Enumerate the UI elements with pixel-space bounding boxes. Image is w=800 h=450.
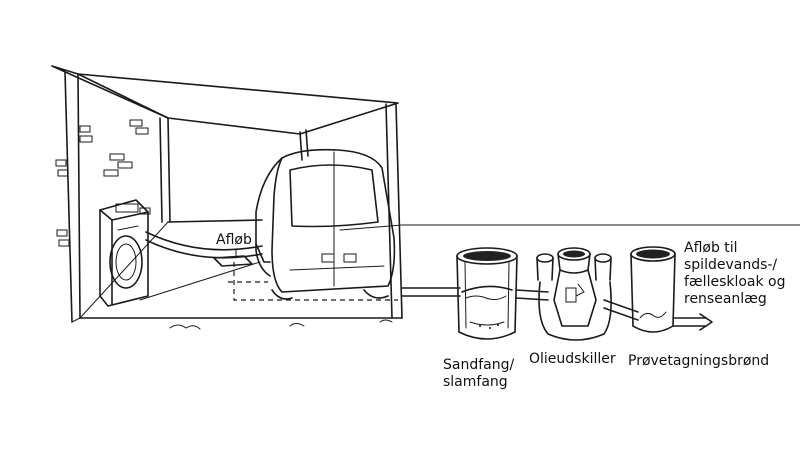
label-afloeb-til: Afløb til spildevands-/ fælleskloak og r…: [684, 240, 786, 307]
label-olieudskiller: Olieudskiller: [529, 351, 616, 367]
label-proevetagning: Prøvetagningsbrønd: [628, 353, 770, 369]
sampling-well: [630, 246, 713, 333]
van: [255, 148, 396, 300]
label-afloeb: Afløb: [216, 232, 252, 248]
floor-drain: [213, 255, 398, 301]
oil-separator: [536, 247, 612, 341]
garage: [51, 65, 800, 330]
sand-trap: [456, 247, 518, 340]
wash-machine: [99, 199, 263, 307]
outflow-pipe: [401, 287, 639, 321]
label-sandfang: Sandfang/ slamfang: [443, 357, 515, 390]
